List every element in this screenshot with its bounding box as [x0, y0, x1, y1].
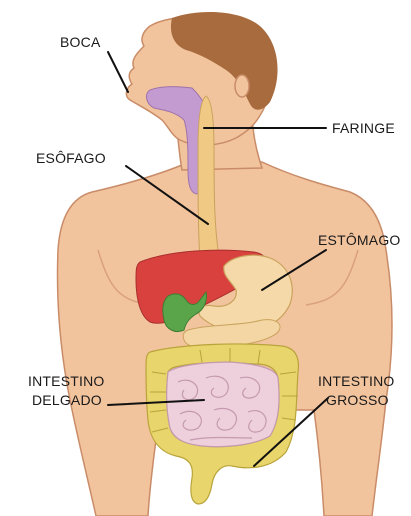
label-intestino-delgado-line1: INTESTINO [28, 373, 104, 389]
small-intestine-organ [167, 362, 279, 447]
label-intestino-grosso-line1: INTESTINO [318, 373, 394, 389]
leader-line-boca [108, 52, 128, 92]
label-intestino-delgado-line2: DELGADO [32, 392, 102, 408]
label-esofago: ESÔFAGO [36, 150, 106, 166]
label-faringe: FARINGE [332, 120, 395, 136]
label-estomago: ESTÔMAGO [318, 232, 401, 248]
label-intestino-grosso-line2: GROSSO [326, 392, 389, 408]
label-boca: BOCA [60, 34, 101, 50]
